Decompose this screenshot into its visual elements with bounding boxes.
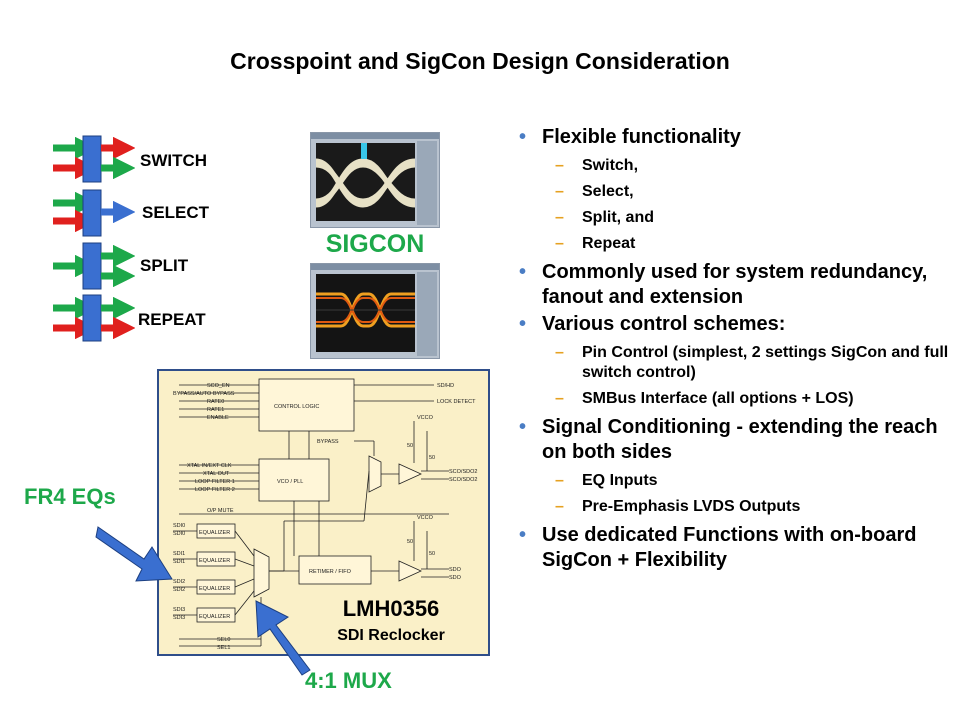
svg-text:LOOP FILTER 2: LOOP FILTER 2: [195, 487, 235, 493]
select-diagram: [53, 189, 135, 237]
svg-text:SEL1: SEL1: [217, 645, 230, 651]
bullet-control-schemes: Various control schemes:: [515, 312, 955, 337]
svg-text:50: 50: [407, 539, 413, 545]
retimer-label: RETIMER / FIFO: [309, 569, 352, 575]
svg-text:SCO/SDO2: SCO/SDO2: [449, 477, 477, 483]
mode-label-switch: SWITCH: [140, 151, 208, 170]
svg-text:SDI1: SDI1: [173, 551, 185, 557]
fr4-arrow-icon: [95, 526, 173, 582]
svg-text:XTAL OUT: XTAL OUT: [203, 471, 230, 477]
svg-text:EQUALIZER: EQUALIZER: [199, 558, 230, 564]
bullet-dedicated-functions: Use dedicated Functions with on-board Si…: [515, 523, 955, 573]
svg-text:SDI0: SDI0: [173, 523, 185, 529]
repeat-diagram: [53, 294, 135, 342]
switch-diagram: [53, 135, 135, 183]
sub-bullet: Pin Control (simplest, 2 settings SigCon…: [515, 343, 955, 383]
svg-text:VCCO: VCCO: [417, 415, 434, 421]
sub-bullet: Pre-Emphasis LVDS Outputs: [515, 497, 955, 517]
chip-name: LMH0356: [342, 596, 440, 621]
mux-callout: 4:1 MUX: [305, 668, 392, 693]
svg-text:50: 50: [407, 443, 413, 449]
svg-text:LOCK DETECT: LOCK DETECT: [437, 399, 476, 405]
eye-diagram-before: [310, 132, 440, 228]
sub-bullet: EQ Inputs: [515, 471, 955, 491]
feature-bullets: Flexible functionality Switch, Select, S…: [515, 123, 955, 573]
svg-text:RATE1: RATE1: [207, 407, 224, 413]
svg-text:SDO: SDO: [449, 575, 462, 581]
svg-text:SDO: SDO: [449, 567, 462, 573]
svg-text:SDI0: SDI0: [173, 531, 185, 537]
svg-text:SDI3: SDI3: [173, 607, 185, 613]
mode-label-select: SELECT: [142, 203, 210, 222]
fr4-eqs-callout: FR4 EQs: [24, 484, 116, 509]
svg-text:LOOP FILTER 1: LOOP FILTER 1: [195, 479, 235, 485]
svg-text:SDI3: SDI3: [173, 615, 185, 621]
svg-text:EQUALIZER: EQUALIZER: [199, 614, 230, 620]
chip-block-diagram: CONTROL LOGIC VCO / PLL RETIMER / FIFO E…: [157, 369, 490, 656]
svg-text:RATE0: RATE0: [207, 399, 224, 405]
mode-diagrams: [53, 135, 135, 342]
vco-label: VCO / PLL: [277, 479, 303, 485]
sub-bullet: Repeat: [515, 234, 955, 254]
eye-diagram-after: [310, 263, 440, 359]
bullet-commonly-used: Commonly used for system redundancy, fan…: [515, 260, 955, 310]
sigcon-label: SIGCON: [325, 230, 425, 258]
svg-text:ENABLE: ENABLE: [207, 415, 229, 421]
sub-bullet: SMBus Interface (all options + LOS): [515, 389, 955, 409]
svg-text:O/P MUTE: O/P MUTE: [207, 508, 234, 514]
sub-bullet: Select,: [515, 182, 955, 202]
mux-arrow-icon: [255, 600, 311, 676]
svg-text:SDI1: SDI1: [173, 559, 185, 565]
bullet-signal-conditioning: Signal Conditioning - extending the reac…: [515, 415, 955, 465]
svg-text:BYPASS/AUTO BYPASS: BYPASS/AUTO BYPASS: [173, 391, 235, 397]
svg-text:50: 50: [429, 551, 435, 557]
svg-text:SDI2: SDI2: [173, 587, 185, 593]
svg-text:SCO/SDO2: SCO/SDO2: [449, 469, 477, 475]
chip-subtitle: SDI Reclocker: [337, 627, 445, 644]
svg-text:EQUALIZER: EQUALIZER: [199, 586, 230, 592]
svg-text:SD/HD: SD/HD: [437, 383, 454, 389]
svg-text:50: 50: [429, 455, 435, 461]
svg-text:XTAL IN/EXT CLK: XTAL IN/EXT CLK: [187, 463, 232, 469]
svg-text:EQUALIZER: EQUALIZER: [199, 530, 230, 536]
bullet-flexible: Flexible functionality: [515, 125, 955, 150]
split-diagram: [53, 242, 135, 290]
svg-text:SEL0: SEL0: [217, 637, 230, 643]
callout-arrows: [95, 526, 311, 676]
slide-title: Crosspoint and SigCon Design Considerati…: [230, 48, 730, 74]
control-logic-label: CONTROL LOGIC: [274, 404, 319, 410]
mode-label-repeat: REPEAT: [138, 310, 206, 329]
svg-text:SCO_EN: SCO_EN: [207, 383, 230, 389]
sub-bullet: Switch,: [515, 156, 955, 176]
svg-text:VCCO: VCCO: [417, 515, 434, 521]
svg-text:SDI2: SDI2: [173, 579, 185, 585]
sub-bullet: Split, and: [515, 208, 955, 228]
svg-text:BYPASS: BYPASS: [317, 439, 339, 445]
mode-label-split: SPLIT: [140, 256, 189, 275]
